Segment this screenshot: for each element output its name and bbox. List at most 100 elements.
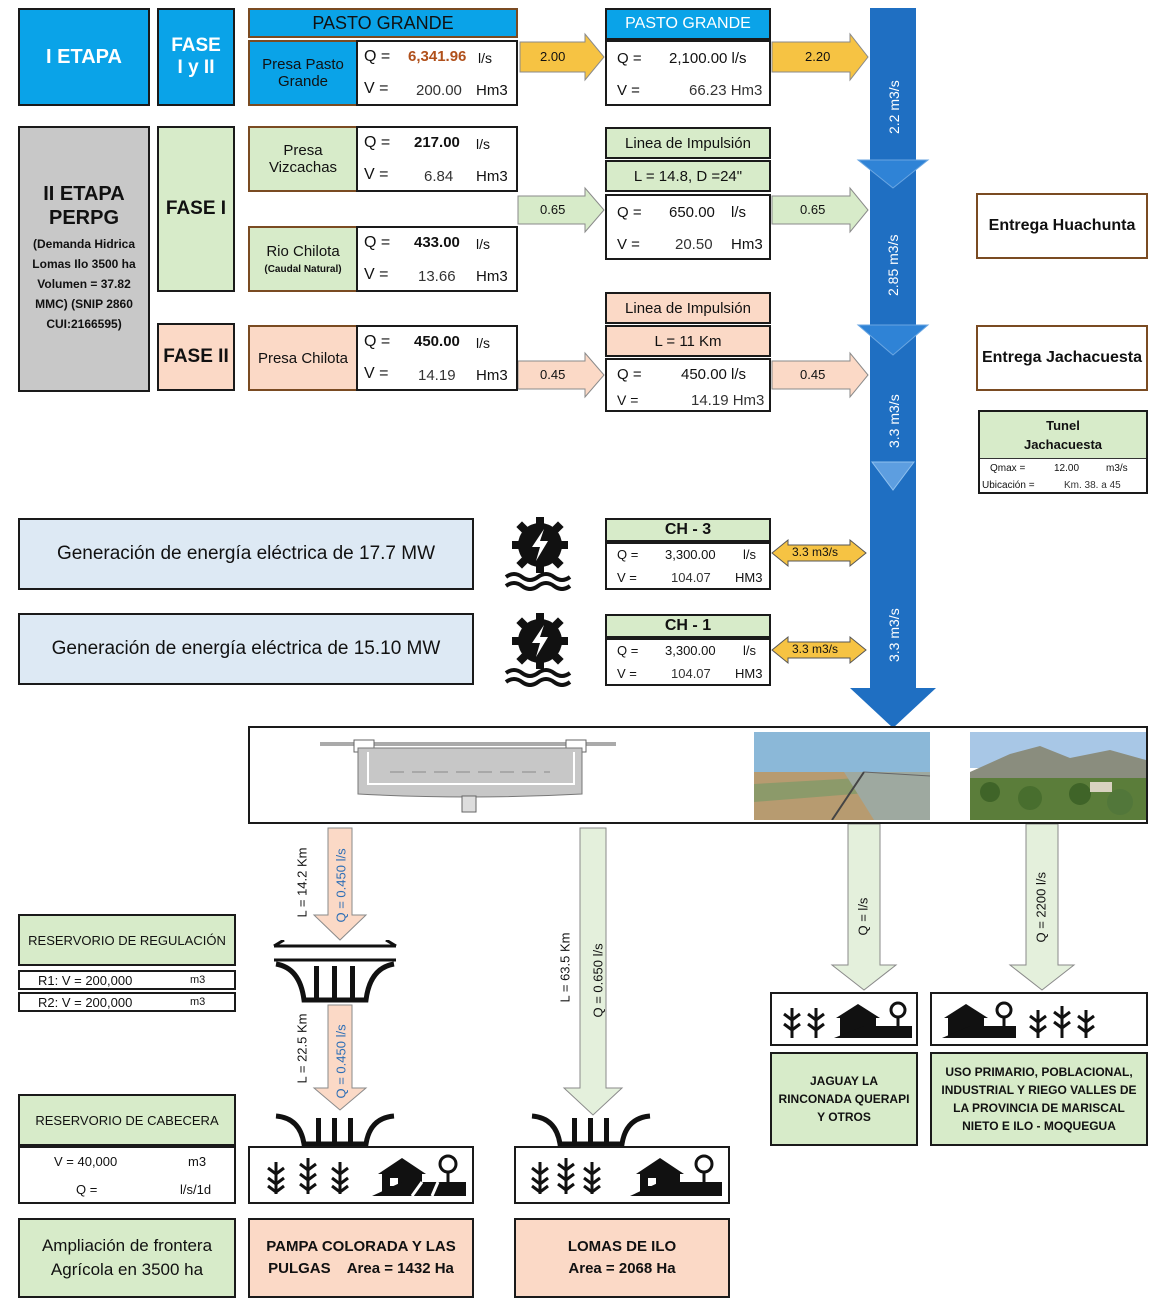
branch1-flow: Q = 0.450 l/s <box>333 848 349 923</box>
outcome-frontera: Ampliación de frontera Agrícola en 3500 … <box>18 1218 236 1298</box>
q-unit: l/s <box>743 547 756 562</box>
r2-value: R2: V = 200,000 <box>38 995 133 1010</box>
arrow-fase2-b <box>771 351 869 399</box>
stage1-arrow-value: 2.00 <box>540 49 566 64</box>
r1-value: R1: V = 200,000 <box>38 973 133 988</box>
stage1-header: PASTO GRANDE <box>248 8 518 38</box>
tunel-jachacuesta: Tunel Jachacuesta (L=7.045) Qmax = 12.00… <box>978 410 1148 494</box>
entrega-huachunta: Entrega Huachunta <box>976 193 1148 259</box>
jaguay-agriculture-icons <box>770 992 918 1046</box>
q-unit: l/s <box>478 50 492 66</box>
cabecera-volume-unit: m3 <box>188 1154 207 1169</box>
arrow-down-uso <box>1008 823 1076 991</box>
arrow-ch3 <box>771 538 867 568</box>
impulsion1-title: Linea de Impulsión <box>605 127 771 159</box>
qmax-unit: m3/s <box>1106 463 1128 474</box>
stage1-label: I ETAPA <box>18 8 150 106</box>
impulsion2-title: Linea de Impulsión <box>605 292 771 324</box>
v-unit: Hm3 <box>476 82 508 99</box>
impulsion2-values: Q = 450.00 l/s V = 14.19 Hm3 <box>605 358 771 412</box>
arrow-fase1-a <box>517 186 605 234</box>
stage2-title: II ETAPA PERPG <box>43 183 125 229</box>
reservoir-lomas-icon <box>531 1113 651 1146</box>
uso-agriculture-icons <box>930 992 1148 1046</box>
outcome-pampa: PAMPA COLORADA Y LAS PULGAS Area = 1432 … <box>248 1218 474 1298</box>
fase2-arrow-value: 0.45 <box>540 367 566 382</box>
q-unit: l/s <box>731 204 746 221</box>
r2-unit: m3 <box>190 996 206 1008</box>
column-label-1: 2.2 m3/s <box>886 80 902 134</box>
r1-unit: m3 <box>190 974 206 986</box>
q-value: 3,300.00 <box>665 643 716 658</box>
q-unit: l/s <box>476 335 490 351</box>
q-symbol: Q = <box>364 333 391 350</box>
rio-chilota-values: Q = 433.00 l/s V = 13.66 Hm3 <box>356 226 518 292</box>
v-value: 6.84 <box>424 168 454 185</box>
v-symbol: V = <box>364 80 389 97</box>
vizcachas-values: Q = 217.00 l/s V = 6.84 Hm3 <box>356 126 518 192</box>
v-unit: Hm3 <box>476 268 508 285</box>
ch3-values: Q = 3,300.00 l/s V = 104.07 HM3 <box>605 542 771 590</box>
q-value: 2,100.00 l/s <box>669 50 747 67</box>
arrow-down-pampa-1 <box>312 827 368 941</box>
arrow-stage1-a <box>519 32 605 82</box>
crops-farm-icon <box>783 1001 912 1038</box>
sedimentation-tank-icon <box>320 739 616 813</box>
branch3-length: L = 63.5 Km <box>557 932 573 1003</box>
branch4-flow: Q = l/s <box>855 897 871 936</box>
ch3-flow: 3.3 m3/s <box>792 545 839 559</box>
arrow-stage1-b <box>771 32 869 82</box>
ch3-title: CH - 3 <box>605 518 771 542</box>
v-symbol: V = <box>617 666 637 681</box>
v-symbol: V = <box>617 570 637 585</box>
branch2-length: L = 22.5 Km <box>294 1013 310 1084</box>
reservorio-r2-row: R2: V = 200,000 m3 <box>18 992 236 1012</box>
ch1-title: CH - 1 <box>605 614 771 638</box>
stage1-dest-values: Q = 2,100.00 l/s V = 66.23 Hm3 <box>605 40 771 106</box>
dam-vizcachas: Presa Vizcachas <box>248 126 358 192</box>
impulsion1-spec: L = 14.8, D =24" <box>605 160 771 192</box>
channel-chevron-3 <box>871 461 915 491</box>
v-unit: HM3 <box>735 570 763 585</box>
reservorio-r1-row: R1: V = 200,000 m3 <box>18 970 236 990</box>
presa-chilota: Presa Chilota <box>248 325 358 391</box>
q-value: 650.00 <box>669 204 715 221</box>
v-unit: HM3 <box>735 666 763 681</box>
v-symbol: V = <box>364 166 389 183</box>
v-value: 200.00 <box>416 82 462 99</box>
q-symbol: Q = <box>617 643 639 658</box>
impulsion1-arrow-value: 0.65 <box>800 202 826 217</box>
energy-row-1-label: Generación de energía eléctrica de 17.7 … <box>18 518 474 590</box>
outcome-lomas: LOMAS DE ILO Area = 2068 Ha <box>514 1218 730 1298</box>
rio-chilota: Rio Chilota (Caudal Natural) <box>248 226 358 292</box>
v-unit: Hm3 <box>731 236 763 253</box>
fase1-arrow-value: 0.65 <box>540 202 566 217</box>
reservoir-regulation-icon <box>273 940 397 1003</box>
v-value: 14.19 <box>418 367 456 384</box>
v-value: 14.19 Hm3 <box>691 392 765 409</box>
hydro-turbine-icon <box>504 517 572 591</box>
cabecera-flow: Q = <box>76 1182 98 1197</box>
v-symbol: V = <box>617 236 640 253</box>
q-symbol: Q = <box>617 366 642 383</box>
canal-landscape-image <box>754 732 930 820</box>
outcome-jaguay: JAGUAY LA RINCONADA QUERAPI Y OTROS <box>770 1052 918 1146</box>
q-value: 433.00 <box>414 234 460 251</box>
outcome-uso: USO PRIMARIO, POBLACIONAL, INDUSTRIAL Y … <box>930 1052 1148 1146</box>
column-label-4: 3.3 m3/s <box>886 608 902 662</box>
stage1-dest-header: PASTO GRANDE <box>605 8 771 40</box>
ch1-flow: 3.3 m3/s <box>792 642 839 656</box>
qmax-value: 12.00 <box>1054 463 1080 474</box>
impulsion1-values: Q = 650.00 l/s V = 20.50 Hm3 <box>605 194 771 260</box>
v-symbol: V = <box>364 365 389 382</box>
energy-row-2-label: Generación de energía eléctrica de 15.10… <box>18 613 474 685</box>
stage2-phase1: FASE I <box>157 126 235 292</box>
impulsion2-spec: L = 11 Km <box>605 325 771 357</box>
tunel-data: Qmax = 12.00 m3/s Ubicación = Km. 38. a … <box>980 458 1146 492</box>
presa-chilota-values: Q = 450.00 l/s V = 14.19 Hm3 <box>356 325 518 391</box>
v-unit: Hm3 <box>476 168 508 185</box>
q-symbol: Q = <box>364 48 391 65</box>
crops-farm-icon <box>267 1154 466 1197</box>
column-label-2: 2.85 m3/s <box>885 234 901 296</box>
stage2-description: (Demanda Hidrica Lomas Ilo 3500 ha Volum… <box>32 237 136 331</box>
